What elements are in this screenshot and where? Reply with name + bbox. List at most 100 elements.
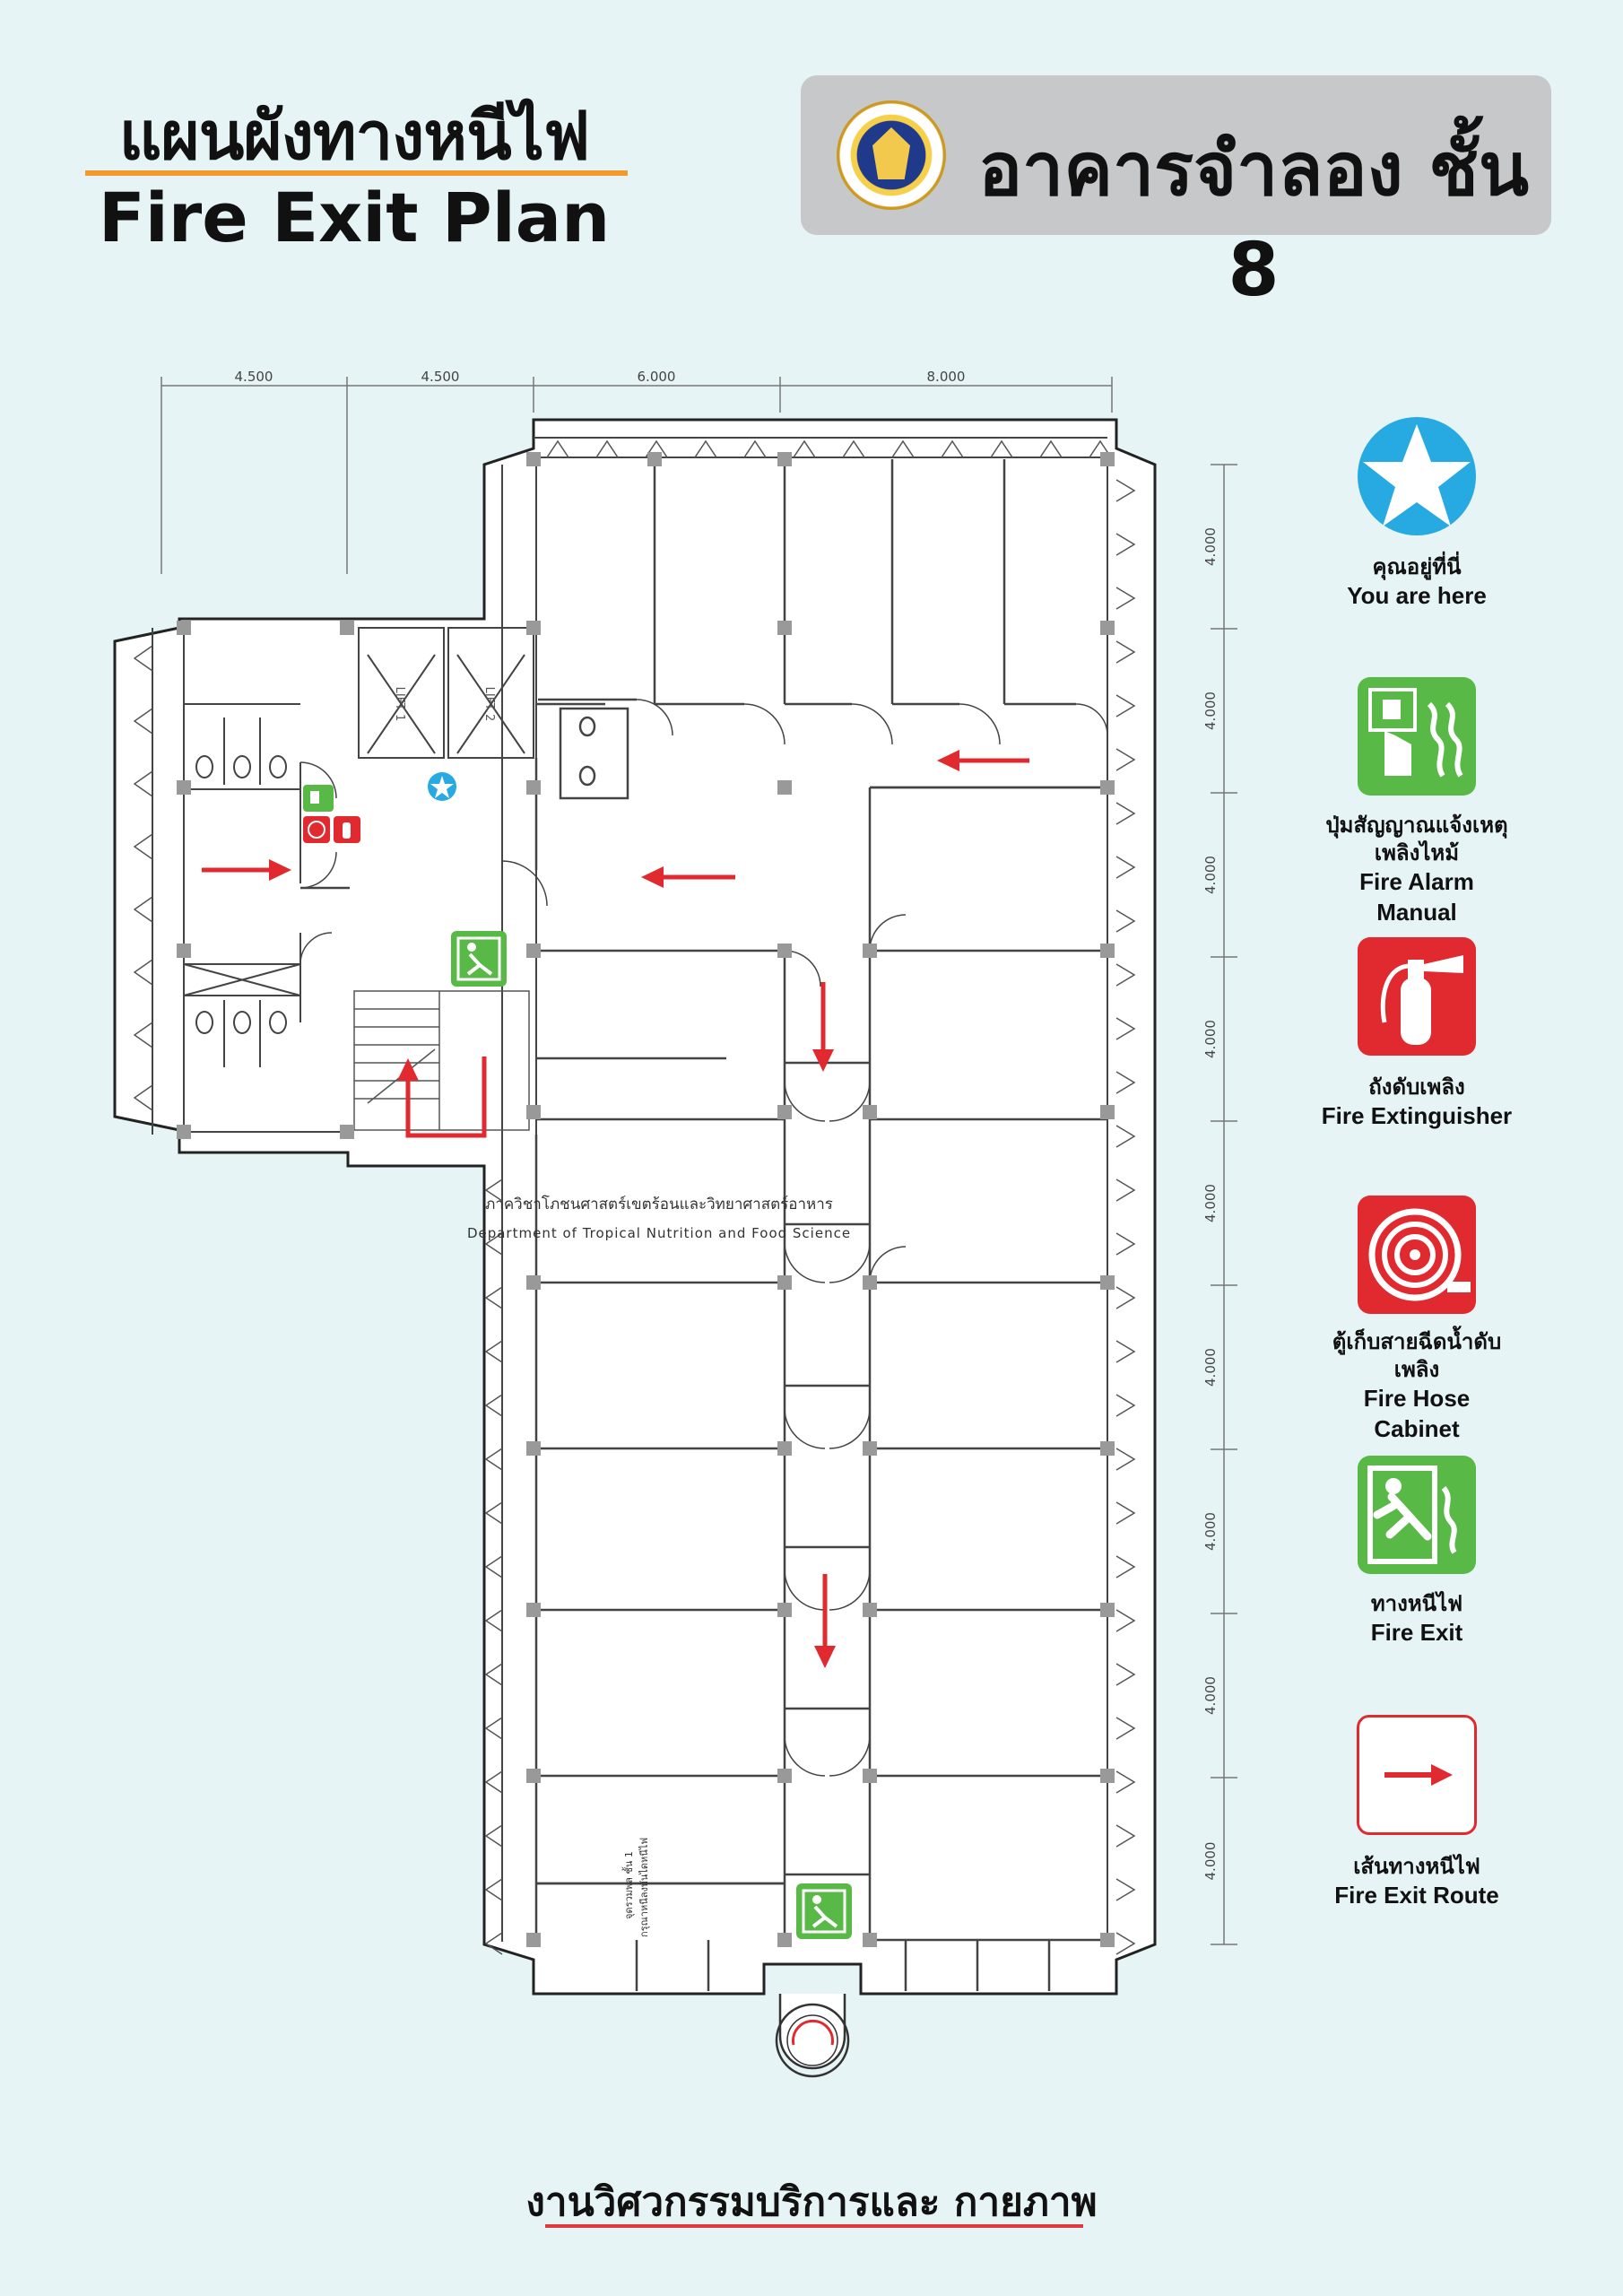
vertical-ticks xyxy=(1211,464,1237,1945)
logo-crest-icon xyxy=(872,127,910,179)
window-marker-left xyxy=(133,645,153,672)
window-marker-right xyxy=(1115,694,1136,718)
dim-h-4: 8.000 xyxy=(927,369,966,385)
window-marker-left xyxy=(484,1286,503,1309)
building-title: อาคารจำลอง ชั้น 8 xyxy=(977,127,1530,313)
column xyxy=(863,1105,877,1119)
window-marker-right xyxy=(1115,802,1136,825)
toilet-block-upper xyxy=(184,703,301,883)
window-marker-right xyxy=(1115,1448,1136,1471)
lift-1-label: LIFT 1 xyxy=(393,687,406,722)
dim-v-label: 4.000 xyxy=(1202,856,1219,894)
fire-alarm-icon xyxy=(1358,677,1476,796)
dim-v-label: 4.000 xyxy=(1202,691,1219,730)
window-marker-right xyxy=(1115,1286,1136,1309)
top-offices xyxy=(536,459,1076,706)
window-marker-left xyxy=(484,1770,503,1794)
column xyxy=(177,944,191,958)
window-marker-left xyxy=(133,770,153,797)
column xyxy=(1100,944,1115,958)
column xyxy=(526,1603,541,1617)
corridor-door xyxy=(829,1080,871,1122)
window-marker-left xyxy=(133,896,153,923)
window-marker-right xyxy=(1115,963,1136,987)
dim-v-label: 4.000 xyxy=(1202,1842,1219,1881)
column xyxy=(526,452,541,466)
window-marker-left xyxy=(484,1340,503,1363)
horizontal-dimensions xyxy=(161,377,1113,574)
window-marker-left xyxy=(484,1178,503,1202)
dim-h-3: 6.000 xyxy=(638,369,676,385)
fire-exit-icon xyxy=(1358,1456,1476,1574)
window-marker-right xyxy=(1115,1717,1136,1740)
legend-fire-exit-route: เส้นทางหนีไฟ Fire Exit Route xyxy=(1318,1715,1515,1911)
window-marker-top xyxy=(546,439,569,458)
column xyxy=(777,780,792,795)
plan-fire-hose-icon xyxy=(303,816,330,843)
column xyxy=(777,1769,792,1783)
window-marker-left xyxy=(133,833,153,860)
footer-department: งานวิศวกรรมบริการและ กายภาพ xyxy=(525,2179,1098,2225)
window-marker-left xyxy=(484,1232,503,1256)
legend-fire-alarm: ปุ่มสัญญาณแจ้งเหตุเพลิงไหม้ Fire Alarm M… xyxy=(1318,677,1515,928)
column xyxy=(1100,1441,1115,1456)
window-marker-right xyxy=(1115,1824,1136,1848)
window-marker-top xyxy=(694,439,717,458)
column xyxy=(647,452,662,466)
column xyxy=(1100,1603,1115,1617)
core-doors xyxy=(299,699,673,965)
title-thai: แผนผังทางหนีไฟ xyxy=(118,98,591,175)
window-marker-right xyxy=(1115,1017,1136,1040)
corridor-door xyxy=(784,1241,826,1283)
legend-label-th: ทางหนีไฟ xyxy=(1370,1591,1463,1616)
dim-v-label: 4.000 xyxy=(1202,1020,1219,1058)
legend-you-are-here: คุณอยู่ที่นี่ You are here xyxy=(1318,417,1515,612)
dim-v-label: 4.000 xyxy=(1202,1348,1219,1387)
window-marker-right xyxy=(1115,1663,1136,1686)
column xyxy=(1100,452,1115,466)
title-english: Fire Exit Plan xyxy=(98,178,611,257)
window-marker-left xyxy=(484,1501,503,1525)
column xyxy=(1100,1275,1115,1290)
window-marker-right xyxy=(1115,479,1136,502)
column xyxy=(526,1441,541,1456)
column xyxy=(777,1275,792,1290)
window-marker-top xyxy=(793,439,816,458)
dim-v-label: 4.000 xyxy=(1202,527,1219,566)
column xyxy=(777,1933,792,1947)
dim-h-2: 4.500 xyxy=(421,369,460,385)
dim-v-label: 4.000 xyxy=(1202,1184,1219,1222)
title-underline xyxy=(85,170,628,176)
column xyxy=(863,1441,877,1456)
window-marker-top xyxy=(891,439,915,458)
window-marker-top xyxy=(990,439,1013,458)
structural-columns xyxy=(177,452,1115,1947)
legend-label-th: ถังดับเพลิง xyxy=(1368,1074,1465,1100)
column xyxy=(340,621,354,635)
dim-v-label: 4.000 xyxy=(1202,1512,1219,1551)
column xyxy=(526,780,541,795)
window-markers-top xyxy=(546,439,1112,458)
window-marker-top xyxy=(842,439,865,458)
window-marker-right xyxy=(1115,1878,1136,1901)
window-marker-top xyxy=(1039,439,1063,458)
window-marker-right xyxy=(1115,1932,1136,1955)
plan-fire-exit-sign-bottom-icon xyxy=(796,1883,852,1939)
corridor-door xyxy=(784,1407,826,1449)
spiral-exit-stair xyxy=(775,1994,850,2078)
assembly-note-2: กรุณาหนีลงบันไดหนีไฟ xyxy=(638,1838,650,1937)
window-marker-left xyxy=(133,959,153,986)
evac-route-arrows xyxy=(202,750,1029,1668)
column xyxy=(1100,780,1115,795)
column xyxy=(863,1769,877,1783)
building-header: อาคารจำลอง ชั้น 8 xyxy=(801,75,1551,313)
window-marker-right xyxy=(1115,748,1136,771)
window-markers-left xyxy=(133,645,503,1955)
window-marker-top xyxy=(595,439,619,458)
window-marker-right xyxy=(1115,1770,1136,1794)
legend-label-en: You are here xyxy=(1347,582,1487,610)
corridor-door xyxy=(784,1080,826,1122)
fire-hose-icon xyxy=(1358,1196,1476,1314)
column xyxy=(340,1125,354,1139)
